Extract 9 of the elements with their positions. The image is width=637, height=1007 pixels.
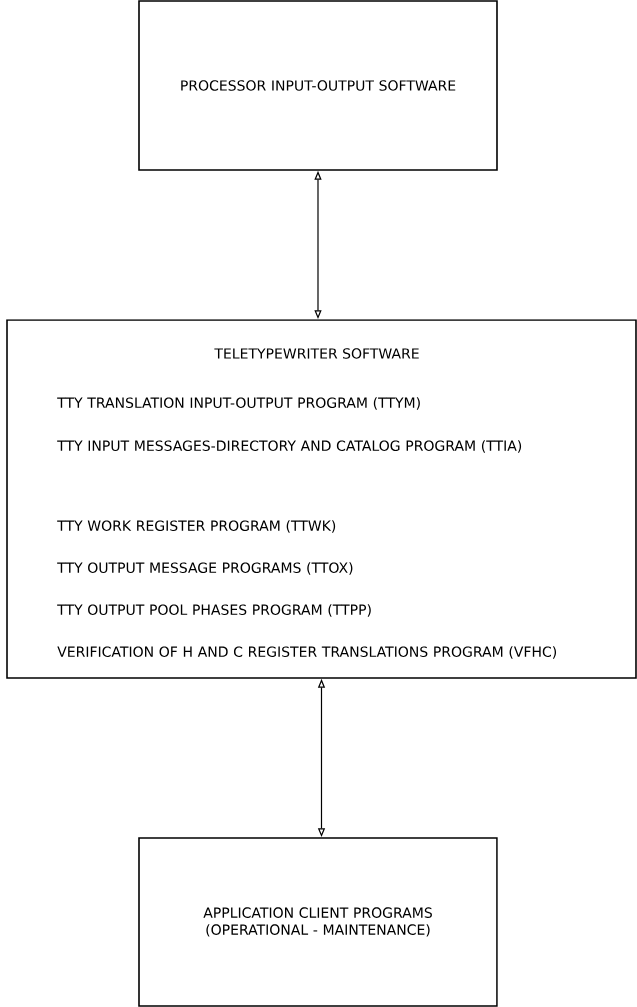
program-item: TTY OUTPUT POOL PHASES PROGRAM (TTPP)	[57, 604, 371, 617]
program-item: TTY INPUT MESSAGES-DIRECTORY AND CATALOG PROGRAM (TTIA)	[57, 440, 522, 453]
software-box: APPLICATION CLIENT PROGRAMS (OPERATIONAL - MAINTENANCE)	[138, 837, 498, 1007]
program-item: TTY OUTPUT MESSAGE PROGRAMS (TTOX)	[57, 562, 353, 575]
box-heading: TELETYPEWRITER SOFTWARE	[214, 348, 419, 359]
program-item: TTY WORK REGISTER PROGRAM (TTWK)	[57, 520, 336, 533]
software-box: PROCESSOR INPUT-OUTPUT SOFTWARE	[138, 0, 498, 171]
program-item: TTY TRANSLATION INPUT-OUTPUT PROGRAM (TTYM)	[57, 397, 420, 410]
program-item: VERIFICATION OF H AND C REGISTER TRANSLATIONS PROGRAM (VFHC)	[57, 646, 557, 659]
